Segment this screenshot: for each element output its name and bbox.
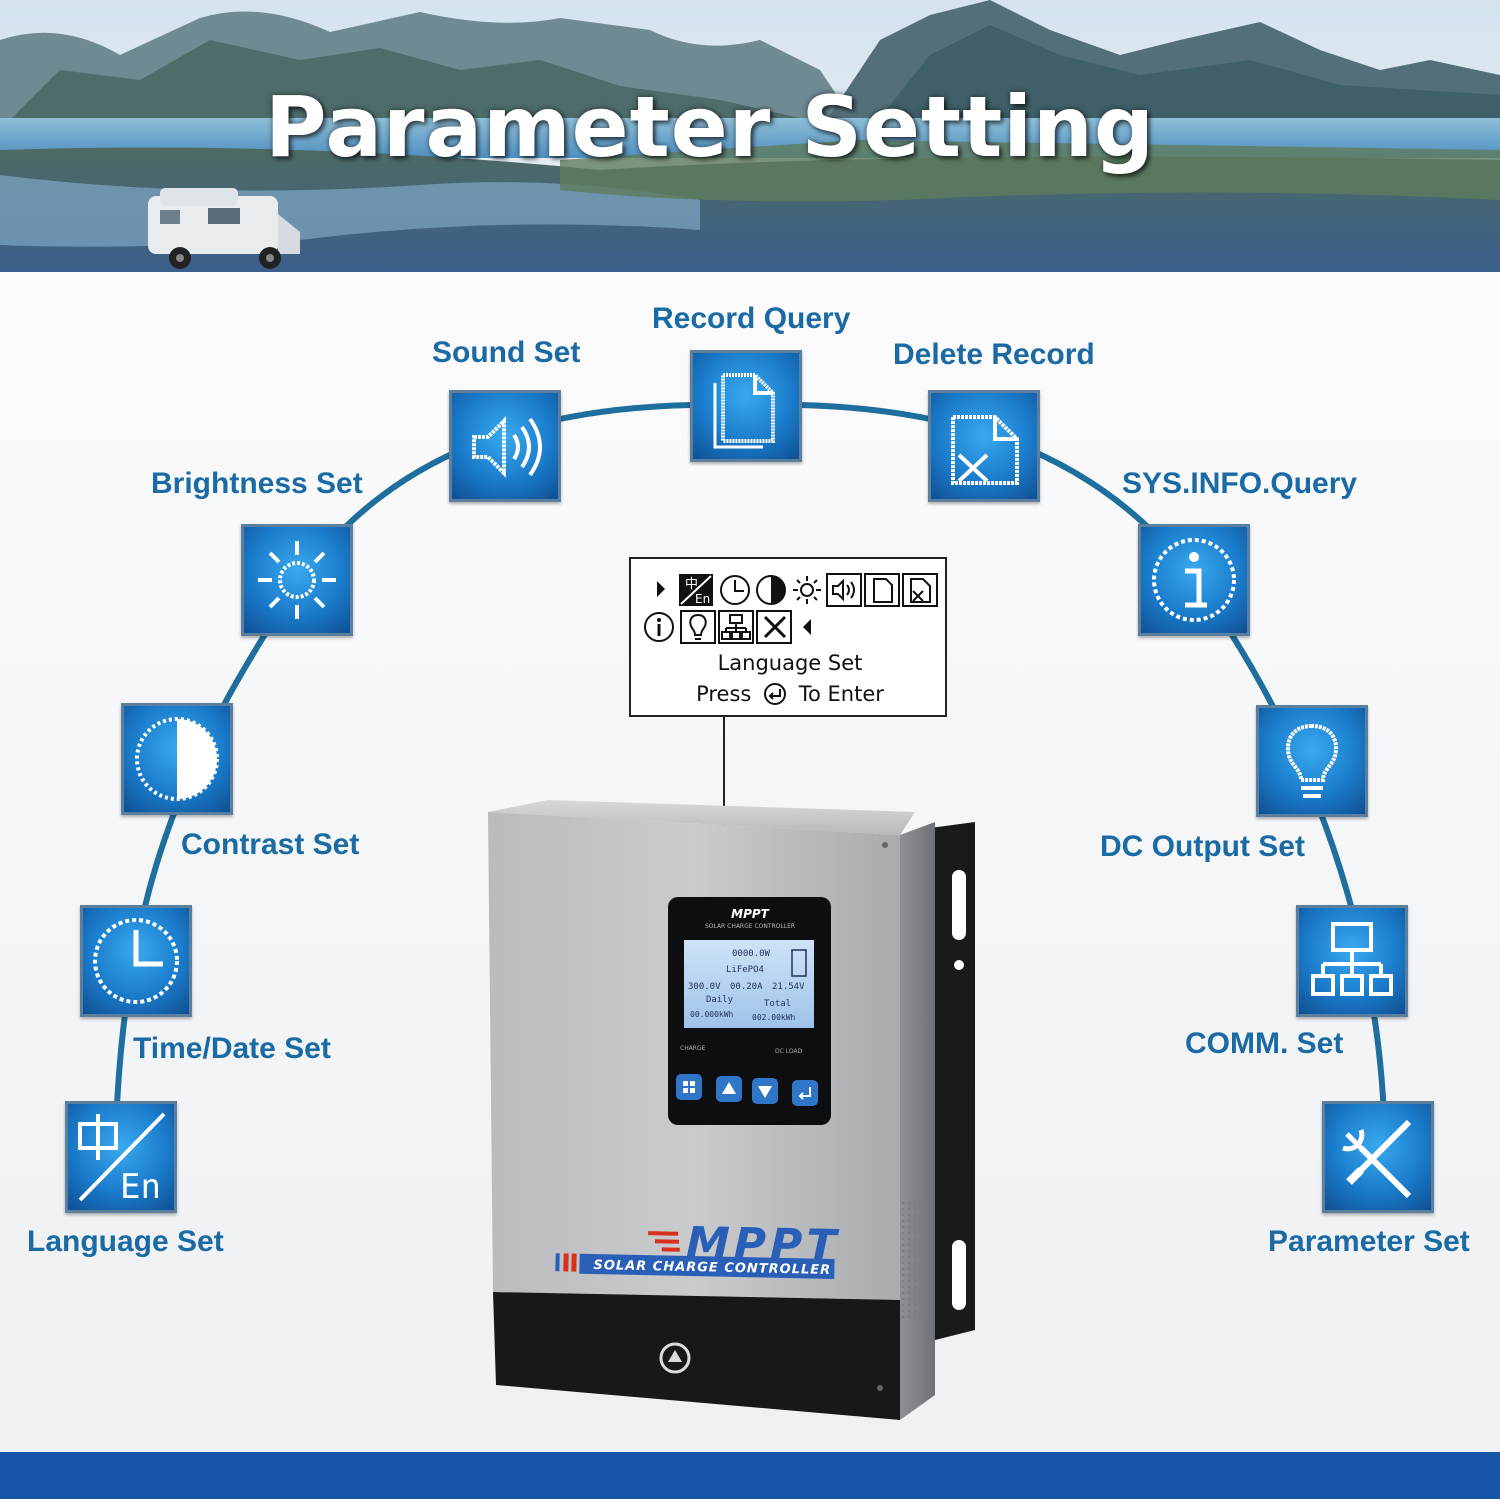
enter-icon	[764, 683, 787, 705]
lcd-network-icon	[718, 610, 754, 644]
language-icon-text: En	[120, 1167, 161, 1207]
delete-record-tile	[928, 390, 1040, 502]
label-record-query: Record Query	[652, 302, 851, 335]
lcd-document-icon	[864, 573, 900, 607]
arrow-right-icon	[657, 581, 665, 597]
lcd-menu-preview: 中 En	[629, 557, 947, 717]
lcd-delete-icon	[902, 573, 938, 607]
time-date-set-tile	[80, 905, 192, 1017]
lcd-contrast-icon	[756, 575, 786, 605]
brightness-set-tile	[241, 524, 353, 636]
label-sound-set: Sound Set	[432, 336, 581, 369]
contrast-icon	[135, 717, 219, 801]
svg-text:En: En	[695, 592, 710, 606]
contrast-set-tile	[121, 703, 233, 815]
clock-icon	[93, 918, 179, 1004]
speaker-icon	[472, 416, 542, 478]
lcd-menu-label: Language Set	[717, 651, 863, 675]
sun-icon	[258, 541, 336, 619]
lcd-bulb-icon	[680, 610, 716, 644]
label-parameter-set: Parameter Set	[1268, 1225, 1470, 1258]
landscape-image	[0, 0, 1500, 272]
svg-text:中: 中	[685, 577, 698, 592]
delete-document-icon	[951, 415, 1019, 485]
language-icon: En	[78, 1112, 166, 1207]
label-delete-record: Delete Record	[893, 338, 1095, 371]
network-icon	[1311, 922, 1393, 996]
dc-output-set-tile	[1256, 705, 1368, 817]
lcd-clock-icon	[720, 575, 750, 605]
label-dc-output-set: DC Output Set	[1100, 830, 1305, 863]
lcd-tools-icon	[756, 610, 792, 644]
lcd-info-icon	[644, 612, 674, 642]
comm-set-tile	[1296, 905, 1408, 1017]
sys-info-query-tile	[1138, 524, 1250, 636]
document-icon	[713, 373, 775, 449]
lcd-press-text: Press	[696, 682, 752, 706]
label-sys-info-query: SYS.INFO.Query	[1122, 467, 1358, 500]
lcd-language-icon: 中 En	[679, 574, 713, 606]
camper-van-image	[148, 188, 300, 269]
lcd-sun-icon	[793, 576, 821, 604]
language-set-tile: En	[65, 1101, 177, 1213]
sound-set-tile	[449, 390, 561, 502]
label-brightness-set: Brightness Set	[151, 467, 363, 500]
lcd-to-enter-text: To Enter	[798, 682, 884, 706]
info-icon	[1152, 538, 1236, 622]
parameter-set-tile	[1322, 1101, 1434, 1213]
label-comm-set: COMM. Set	[1185, 1027, 1344, 1060]
tools-icon	[1342, 1119, 1412, 1199]
label-time-date-set: Time/Date Set	[133, 1032, 331, 1065]
bulb-icon	[1286, 723, 1338, 798]
label-language-set: Language Set	[27, 1225, 224, 1258]
header-banner: Parameter Setting	[0, 0, 1500, 272]
label-contrast-set: Contrast Set	[181, 828, 360, 861]
page-title: Parameter Setting	[265, 78, 1155, 176]
lcd-enter-hint: Press To Enter	[631, 682, 949, 706]
record-query-tile	[690, 350, 802, 462]
lcd-speaker-icon	[826, 573, 862, 607]
lcd-icon-row: 中 En	[644, 573, 938, 644]
footer-bar	[0, 1452, 1500, 1499]
arrow-left-icon	[803, 619, 811, 635]
